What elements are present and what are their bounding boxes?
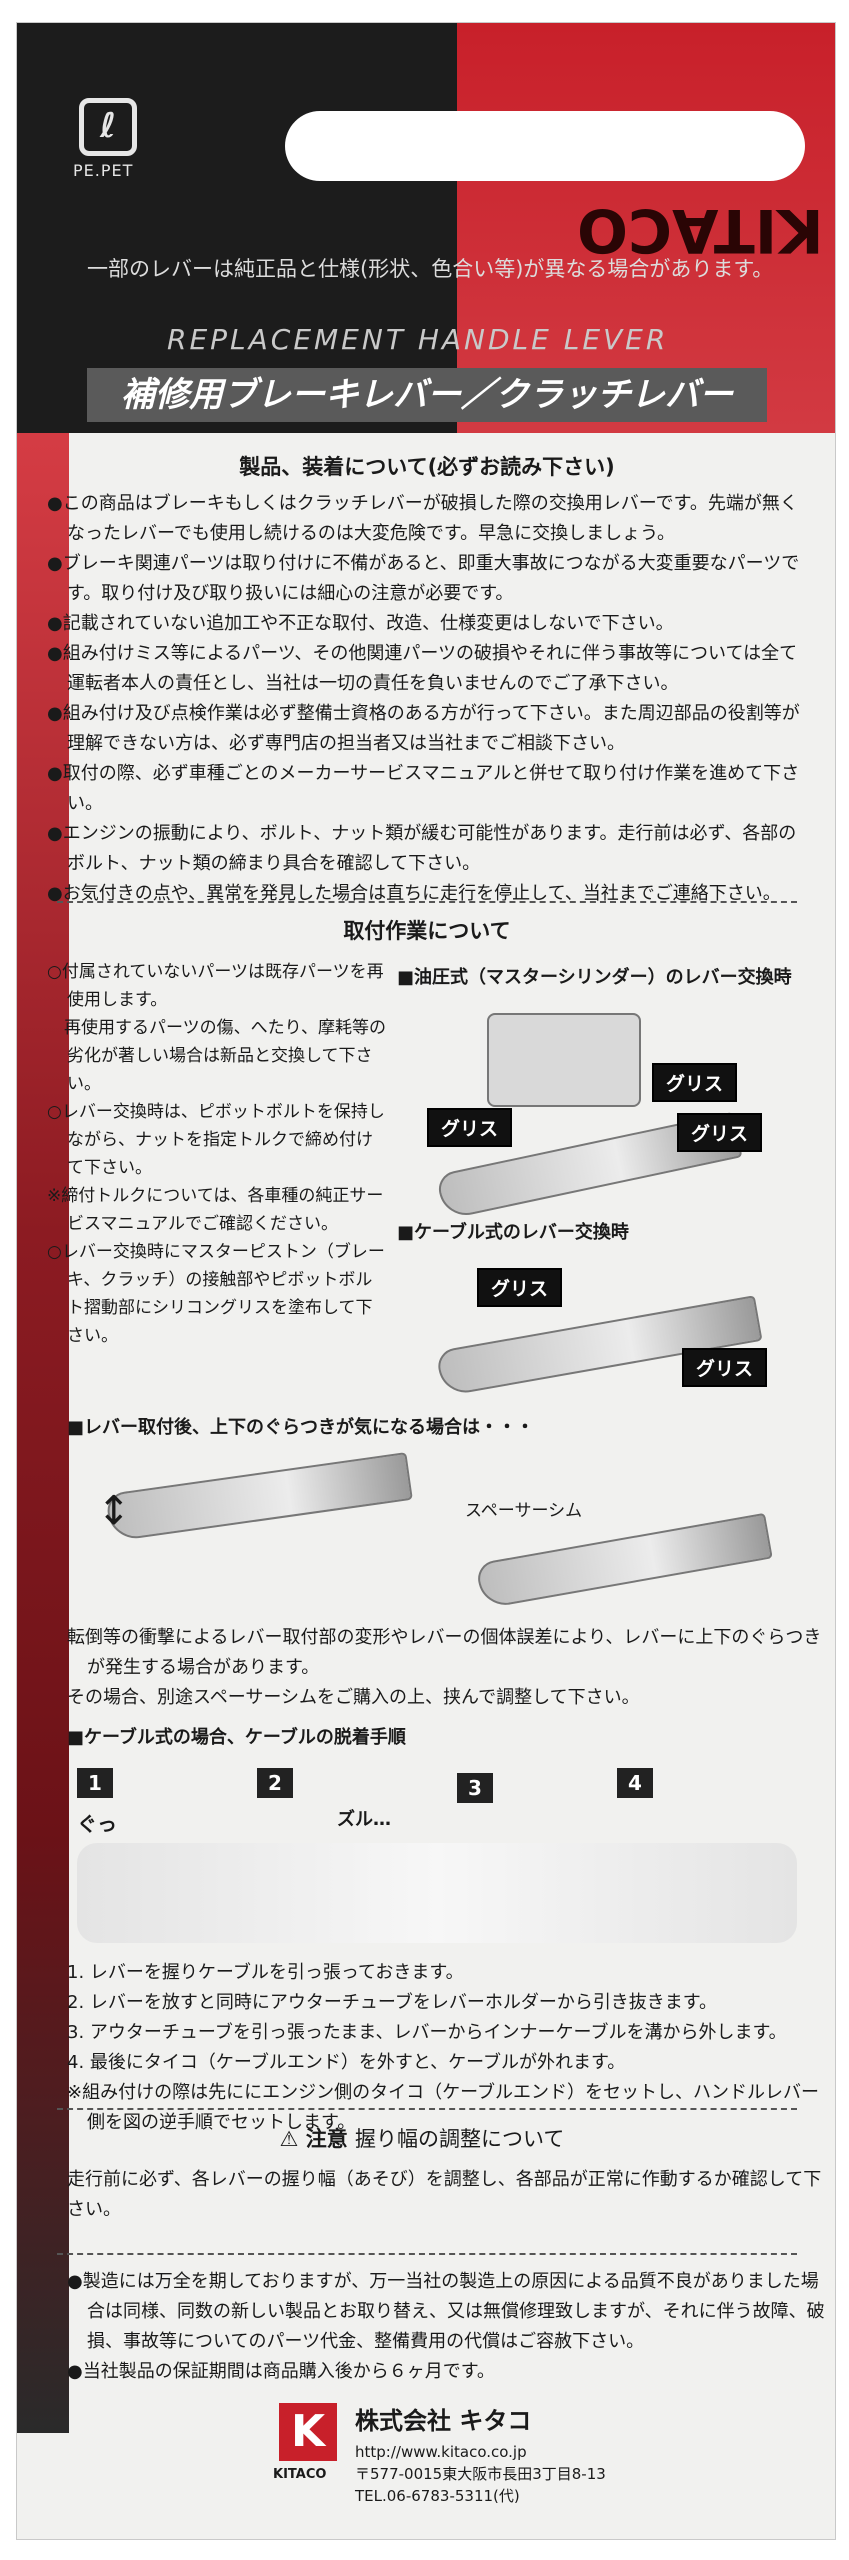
removal-step: 3. アウターチューブを引っ張ったまま、レバーからインナーケーブルを溝から外しま…	[67, 2022, 787, 2043]
caution-text: 走行前に必ず、各レバーの握り幅（あそび）を調整し、各部品が正常に作動するか確認し…	[67, 2165, 827, 2225]
warning-icon: ⚠	[279, 2127, 299, 2151]
company-name: 株式会社 キタコ	[355, 2407, 532, 2435]
hang-hole	[285, 111, 805, 181]
cable-removal-illustration	[77, 1843, 797, 1943]
hydraulic-diagram: ■油圧式（マスターシリンダー）のレバー交換時	[397, 963, 817, 989]
kitaco-logo-label: KITACO	[273, 2467, 327, 2482]
work-item: ○レバー交換時は、ピボットボルトを保持しながら、ナットを指定トルクで締め付けて下…	[47, 1102, 385, 1178]
sound-effect-label: ぐっ	[77, 1812, 117, 1836]
notice-item: ●組み付けミス等によるパーツ、その他関連パーツの破損やそれに伴う事故等については…	[47, 643, 798, 694]
sound-effect-label: ズル…	[337, 1809, 391, 1830]
warranty-section: ●製造には万全を期しておりますが、万一当社の製造上の原因による品質不良がありまし…	[67, 2267, 827, 2387]
removal-step: 1. レバーを握りケーブルを引っ張っておきます。	[67, 1962, 464, 1983]
wobble-caption: ■レバー取付後、上下のぐらつきが気になる場合は・・・	[67, 1417, 535, 1438]
product-name-jp: 補修用ブレーキレバー／クラッチレバー	[87, 368, 767, 422]
pet-recycle-icon: ℓ	[79, 98, 137, 156]
notice-item: ●エンジンの振動により、ボルト、ナット類が緩む可能性があります。走行前は必ず、各…	[47, 823, 797, 874]
grease-label: グリス	[477, 1268, 563, 1307]
kitaco-logo-icon: K	[279, 2403, 337, 2461]
step-number: 1	[77, 1768, 113, 1798]
work-item: ※締付トルクについては、各車種の純正サービスマニュアルでご確認ください。	[47, 1186, 384, 1234]
company-address: 〒577-0015東大阪市長田3丁目8-13	[355, 2465, 606, 2483]
work-item: 再使用するパーツの傷、へたり、摩耗等の劣化が著しい場合は新品と交換して下さい。	[47, 1018, 386, 1094]
pet-logo-label: PE.PET	[73, 161, 134, 180]
removal-step: ※組み付けの際は先ににエンジン側のタイコ（ケーブルエンド）をセットし、ハンドルレ…	[67, 2082, 819, 2133]
cable-removal-section: ■ケーブル式の場合、ケーブルの脱着手順	[67, 1723, 827, 1749]
wobble-section: ■レバー取付後、上下のぐらつきが気になる場合は・・・	[67, 1413, 827, 1439]
cable-removal-caption: ■ケーブル式の場合、ケーブルの脱着手順	[67, 1727, 406, 1748]
cable-caption: ■ケーブル式のレバー交換時	[397, 1222, 629, 1243]
spec-difference-notice: 一部のレバーは純正品と仕様(形状、色合い等)が異なる場合があります。	[87, 257, 774, 281]
removal-step: 4. 最後にタイコ（ケーブルエンド）を外すと、ケーブルが外れます。	[67, 2052, 626, 2073]
install-work-title: 取付作業について	[343, 919, 511, 943]
product-package: ℓ PE.PET KITACO 一部のレバーは純正品と仕様(形状、色合い等)が異…	[16, 22, 836, 2540]
divider	[57, 901, 797, 903]
step-number: 2	[257, 1768, 293, 1798]
installation-notice-section: 製品、装着について(必ずお読み下さい) ●この商品はブレーキもしくはクラッチレバ…	[47, 451, 807, 909]
master-cylinder-illustration	[487, 1013, 641, 1107]
work-item: ○レバー交換時にマスターピストン（ブレーキ、クラッチ）の接触部やピボットボルト摺…	[47, 1242, 385, 1346]
install-work-left: ○付属されていないパーツは既存パーツを再使用します。 再使用するパーツの傷、へた…	[47, 958, 387, 1350]
cable-removal-step-list: 1. レバーを握りケーブルを引っ張っておきます。 2. レバーを放すと同時にアウタ…	[67, 1958, 827, 2138]
wobble-line: その場合、別途スペーサーシムをご購入の上、挟んで調整して下さい。	[67, 1687, 640, 1708]
divider	[57, 2253, 797, 2255]
warranty-item: ●当社製品の保証期間は商品購入後から６ヶ月です。	[67, 2361, 495, 2382]
notice-item: ●この商品はブレーキもしくはクラッチレバーが破損した際の交換用レバーです。先端が…	[47, 493, 798, 544]
caution-title: 握り幅の調整について	[355, 2127, 565, 2151]
work-item: ○付属されていないパーツは既存パーツを再使用します。	[47, 962, 384, 1010]
grease-label: グリス	[427, 1108, 513, 1147]
company-tel: TEL.06-6783-5311(代)	[355, 2487, 520, 2505]
up-down-arrow-icon: ↕	[97, 1488, 131, 1534]
notice-item: ●お気付きの点や、異常を発見した場合は直ちに走行を停止して、当社までご連絡下さい…	[47, 883, 781, 904]
divider	[57, 2108, 797, 2110]
notice-item: ●記載されていない追加工や不正な取付、改造、仕様変更はしないで下さい。	[47, 613, 674, 634]
installation-notice-list: ●この商品はブレーキもしくはクラッチレバーが破損した際の交換用レバーです。先端が…	[47, 489, 807, 909]
caution-heading: ⚠ 注意 握り幅の調整について	[67, 2123, 777, 2153]
notice-item: ●取付の際、必ず車種ごとのメーカーサービスマニュアルと併せて取り付け作業を進めて…	[47, 763, 800, 814]
company-contact: http://www.kitaco.co.jp 〒577-0015東大阪市長田3…	[355, 2441, 606, 2507]
hydraulic-caption: ■油圧式（マスターシリンダー）のレバー交換時	[397, 967, 792, 988]
step-number: 3	[457, 1773, 493, 1803]
side-stripe	[17, 433, 69, 2433]
install-work-list: ○付属されていないパーツは既存パーツを再使用します。 再使用するパーツの傷、へた…	[47, 958, 387, 1350]
grease-label: グリス	[682, 1348, 768, 1387]
company-url[interactable]: http://www.kitaco.co.jp	[355, 2443, 527, 2461]
removal-step: 2. レバーを放すと同時にアウターチューブをレバーホルダーから引き抜きます。	[67, 1992, 718, 2013]
wobble-text: 転倒等の衝撃によるレバー取付部の変形やレバーの個体誤差により、レバーに上下のぐら…	[67, 1623, 827, 1713]
grease-label: グリス	[677, 1113, 763, 1152]
product-name-en: REPLACEMENT HANDLE LEVER	[167, 323, 669, 356]
header-red-panel	[457, 23, 835, 433]
shim-lever-illustration	[475, 1512, 773, 1610]
warranty-list: ●製造には万全を期しておりますが、万一当社の製造上の原因による品質不良がありまし…	[67, 2267, 827, 2387]
caution-body: 走行前に必ず、各レバーの握り幅（あそび）を調整し、各部品が正常に作動するか確認し…	[67, 2169, 822, 2220]
installation-notice-title: 製品、装着について(必ずお読み下さい)	[239, 455, 615, 479]
notice-item: ●ブレーキ関連パーツは取り付けに不備があると、即重大事故につながる大変重要なパー…	[47, 553, 800, 604]
install-work-section: 取付作業について	[47, 915, 807, 945]
spacer-shim-label: スペーサーシム	[465, 1501, 583, 1521]
wobble-lever-illustration	[105, 1452, 413, 1542]
caution-label: 注意	[305, 2127, 348, 2151]
grease-label: グリス	[652, 1063, 738, 1102]
warranty-item: ●製造には万全を期しておりますが、万一当社の製造上の原因による品質不良がありまし…	[67, 2271, 825, 2352]
wobble-line: 転倒等の衝撃によるレバー取付部の変形やレバーの個体誤差により、レバーに上下のぐら…	[67, 1627, 822, 1678]
cable-removal-steps: 1. レバーを握りケーブルを引っ張っておきます。 2. レバーを放すと同時にアウタ…	[67, 1958, 827, 2138]
wobble-text-list: 転倒等の衝撃によるレバー取付部の変形やレバーの個体誤差により、レバーに上下のぐら…	[67, 1623, 827, 1713]
cable-diagram: ■ケーブル式のレバー交換時	[397, 1218, 817, 1244]
notice-item: ●組み付け及び点検作業は必ず整備士資格のある方が行って下さい。また周辺部品の役割…	[47, 703, 800, 754]
step-number: 4	[617, 1768, 653, 1798]
